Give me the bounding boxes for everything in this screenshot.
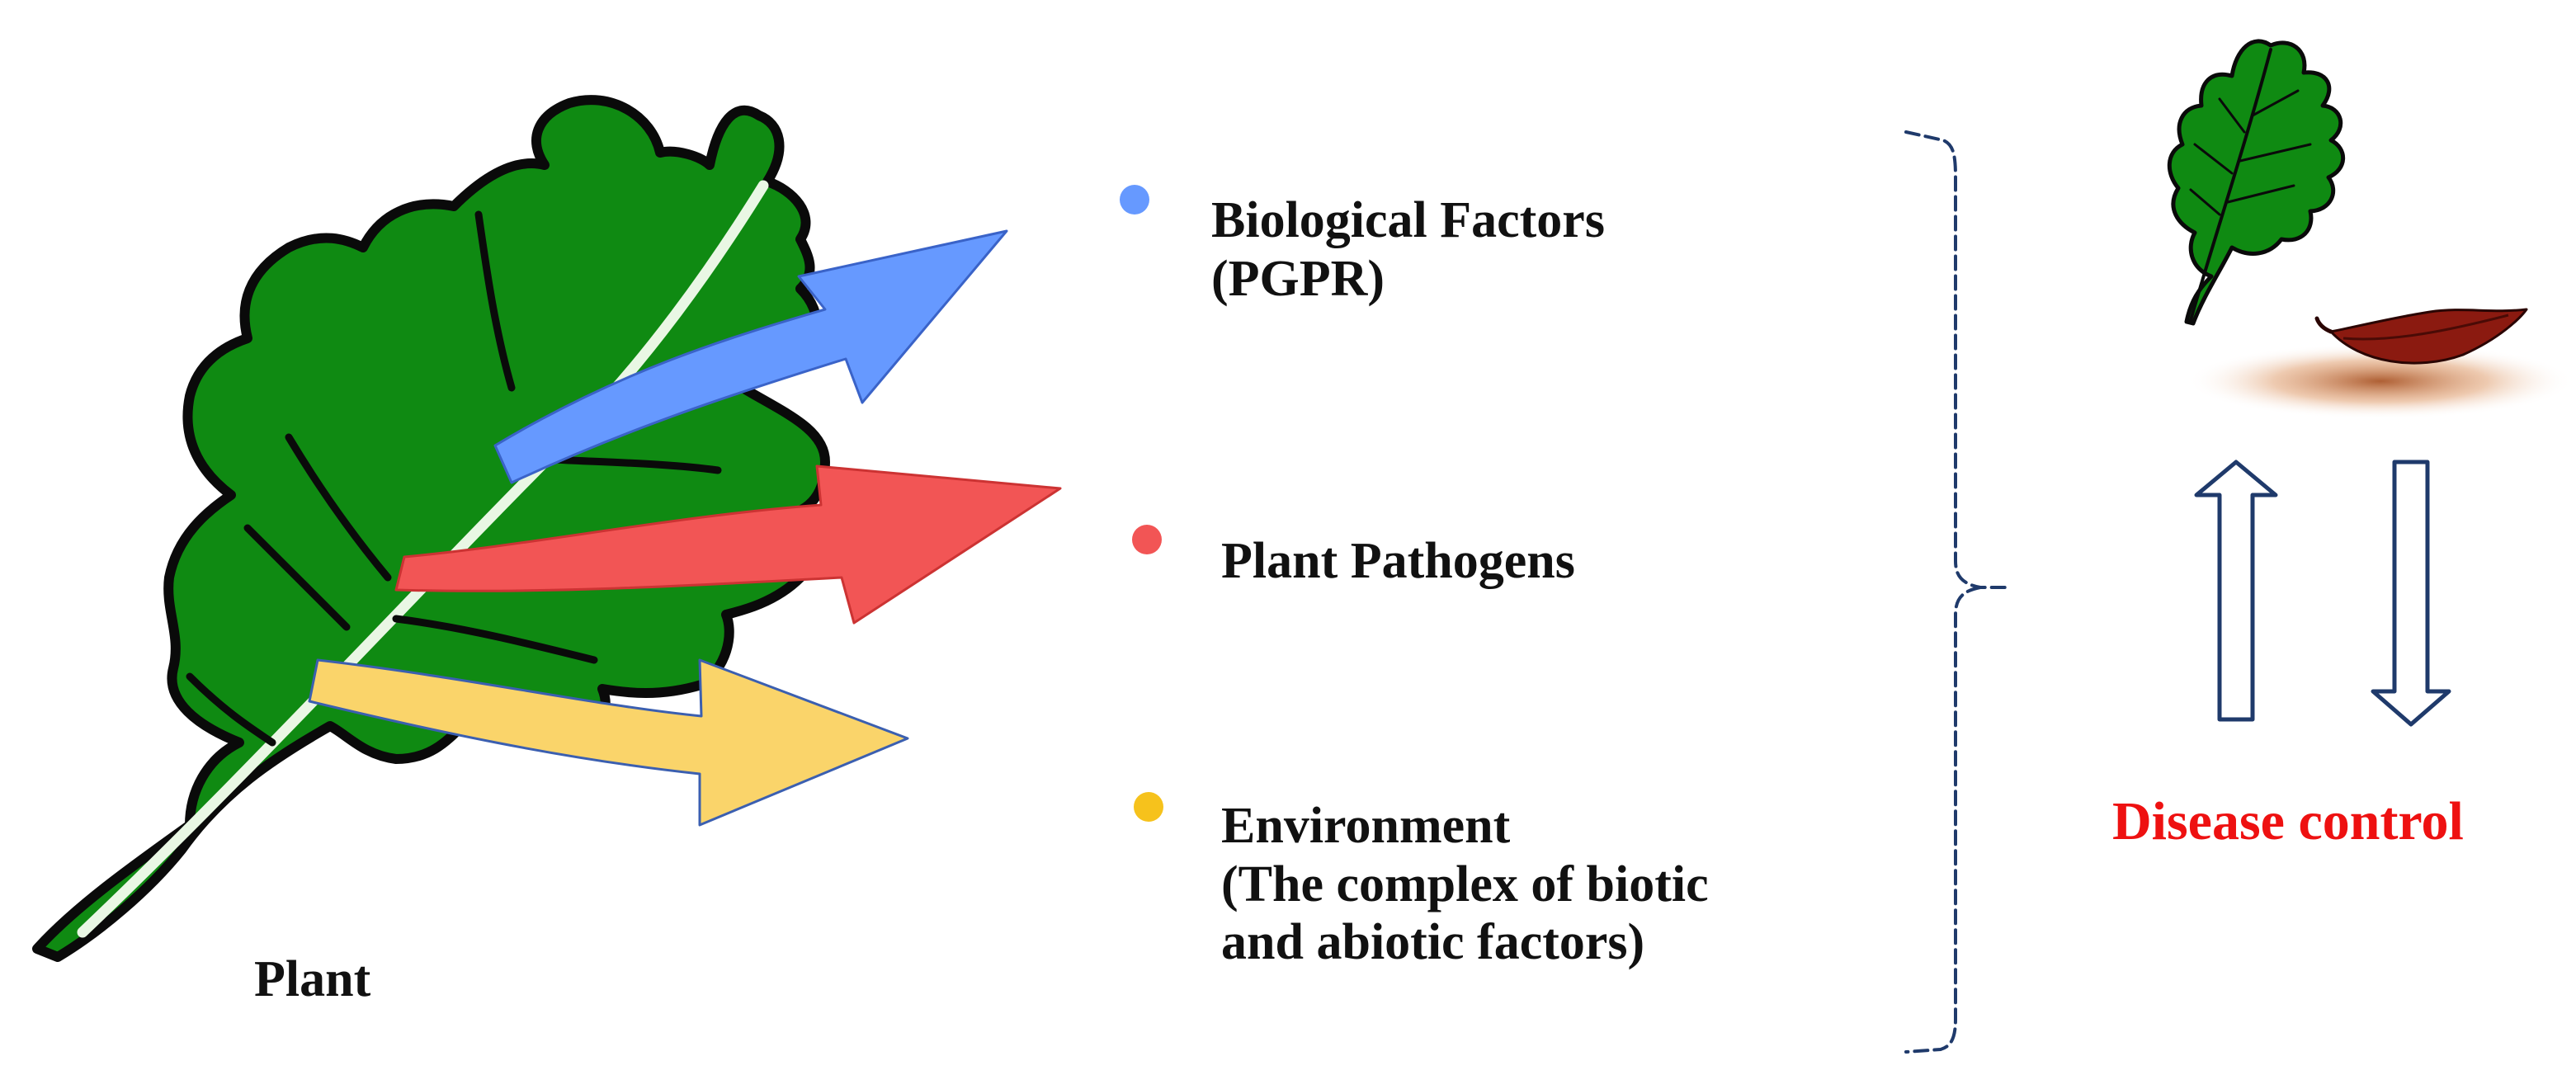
diseased-leaf-icon [2187,308,2574,419]
healthy-leaf-midrib [2189,48,2272,322]
diseased-leaf-shadow [2187,343,2574,419]
environment-dot [1134,792,1163,822]
biological-factor-arrow [493,229,1008,484]
diseased-leaf-stem [2314,316,2333,334]
bracket-icon [1904,130,2008,1054]
healthy-leaf-vein [2189,89,2312,216]
oak-leaf-icon [32,95,830,962]
leaf-vein [243,524,351,631]
disease-control-label: Disease control [2112,791,2464,851]
down-arrow-icon [2371,460,2451,727]
environment-arrow [308,658,909,827]
environment-label: Environment (The complex of biotic and a… [1221,797,1709,972]
label-line: Environment [1221,798,1511,854]
label-line: and abiotic factors) [1221,914,1645,971]
diseased-leaf-vein [2342,314,2509,341]
leaf-vein [392,615,598,664]
healthy-leaf-blade [2167,39,2346,326]
healthy-leaf-icon [2167,39,2346,326]
plant-label: Plant [254,951,371,1007]
label-line: (The complex of biotic [1221,856,1709,912]
leaf-vein [285,433,392,582]
leaf-vein [186,672,276,747]
biological-factor-label: Biological Factors (PGPR) [1211,191,1605,308]
pathogen-arrow [394,464,1062,625]
biological-factor-dot [1120,185,1149,215]
up-arrow-icon [2194,460,2278,722]
leaf-midrib [77,180,769,938]
pathogen-dot [1132,525,1162,554]
pathogen-label: Plant Pathogens [1221,532,1575,591]
leaf-vein [474,210,516,392]
label-line: (PGPR) [1211,250,1385,307]
label-line: Plant Pathogens [1221,533,1575,589]
label-line: Biological Factors [1211,192,1605,248]
